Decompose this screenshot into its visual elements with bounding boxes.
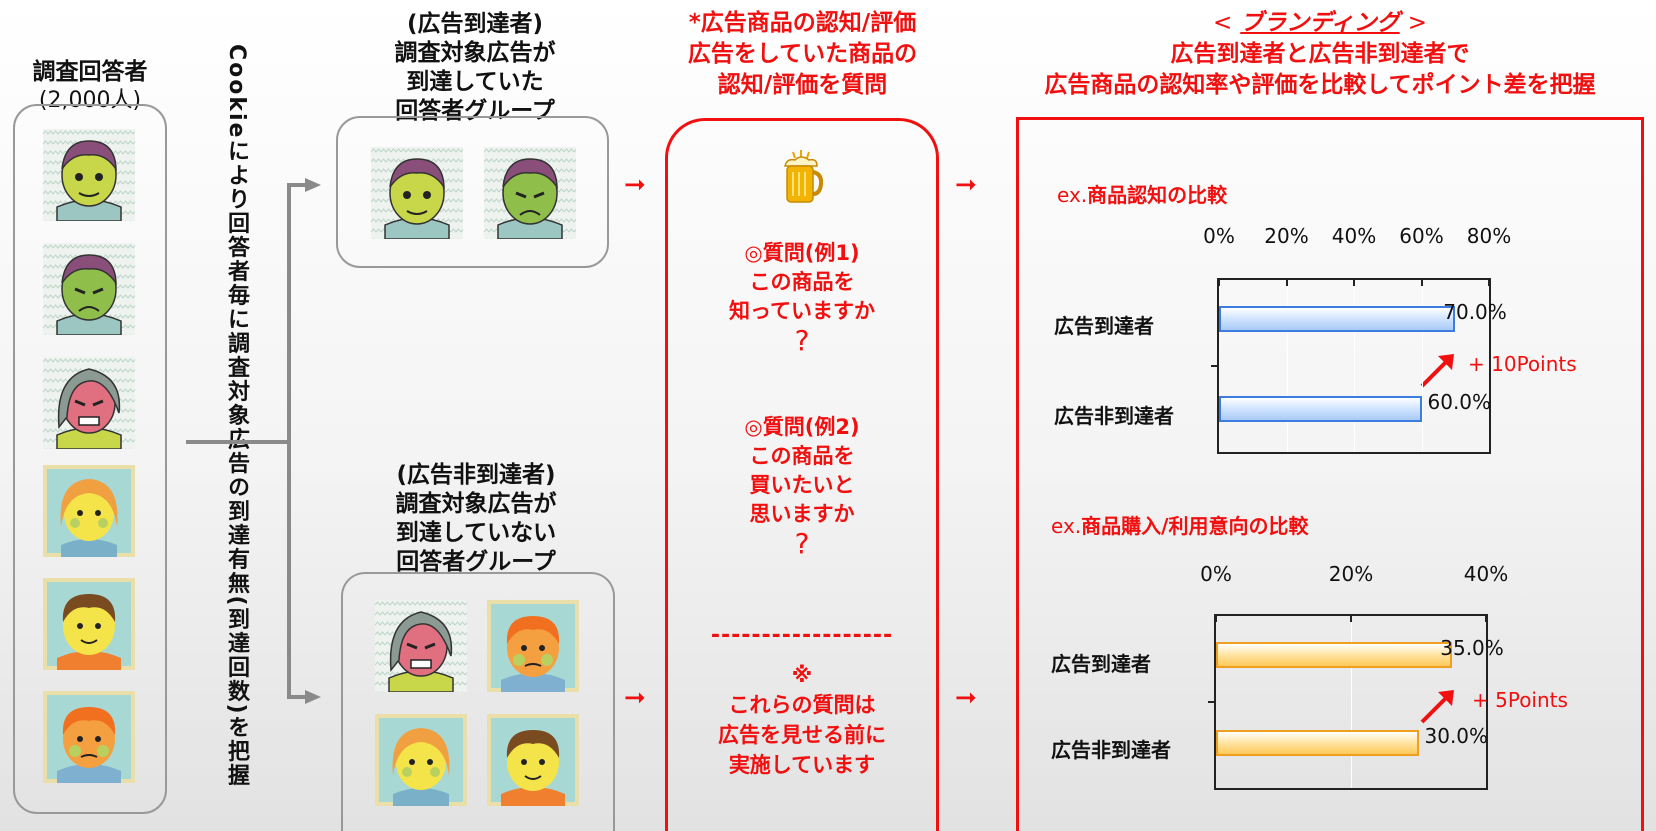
girl-avatar-icon — [375, 714, 467, 806]
chart1-row-label: 広告非到達者 — [1054, 404, 1174, 428]
connector-top — [287, 183, 305, 187]
arrow-right-icon: ➞ — [624, 170, 646, 200]
chart1-gridline — [1421, 280, 1423, 452]
reached-group-label: (広告到達者) 調査対象広告が 到達していた 回答者グループ — [394, 11, 556, 124]
survey-header: *広告商品の認知/評価 広告をしていた商品の 認知/評価を質問 — [687, 10, 918, 98]
chart2-bar — [1216, 642, 1453, 668]
reached-group-box — [336, 116, 609, 268]
survey-note: ※ これらの質問は 広告を見せる前に 実施しています — [718, 663, 886, 777]
man-avatar-icon — [43, 129, 135, 221]
arrow-right-icon: ➞ — [955, 170, 977, 200]
question-2: ◎質問(例2) この商品を 買いたいと 思いますか ? — [744, 415, 860, 560]
beer-mug-icon — [779, 150, 824, 206]
chart2-title: ex.商品購入/利用意向の比較 — [1051, 514, 1309, 538]
chart1-row-label: 広告到達者 — [1054, 314, 1154, 338]
branding-line2: 広告到達者と広告非到達者で — [1170, 41, 1470, 67]
branding-line3: 広告商品の認知率や評価を比較してポイント差を把握 — [1044, 72, 1596, 98]
chart1-tick-label: 40% — [1331, 224, 1377, 248]
survey-divider: ------------------ — [710, 623, 894, 648]
chart1-tick-mark — [1285, 278, 1288, 286]
chart1-gridline — [1354, 280, 1355, 452]
chart2-tick-label: 0% — [1200, 562, 1232, 586]
woman-angry-avatar-icon — [375, 600, 467, 692]
arrow-right-icon: ➞ — [624, 683, 646, 713]
question-1: ◎質問(例1) この商品を 知っていますか ? — [729, 241, 875, 357]
man-frown-avatar-icon — [484, 147, 576, 239]
chart2-tick-mark — [1485, 614, 1487, 622]
respondents-count: (2,000人) — [38, 88, 142, 113]
chart2-value-label: 30.0% — [1424, 724, 1489, 748]
chart2-tick-label: 20% — [1328, 562, 1374, 586]
chart2-row-label: 広告非到達者 — [1051, 738, 1171, 762]
respondents-title: 調査回答者 — [32, 59, 148, 85]
chart2-gridline — [1351, 616, 1352, 788]
man-frown-avatar-icon — [43, 243, 135, 335]
chart2-tick-mark — [1350, 614, 1352, 622]
connector-top-arrowhead — [305, 178, 321, 192]
chart2-value-label: 35.0% — [1440, 636, 1504, 660]
branding-title: ブランディング — [1240, 10, 1400, 36]
chart1-tick-label: 60% — [1399, 224, 1444, 248]
chart1-gridline — [1286, 280, 1288, 452]
branding-header: < ブランディング > 広告到達者と広告非到達者で 広告商品の認知率や評価を比較… — [990, 8, 1650, 101]
chart1-value-label: 70.0% — [1443, 300, 1507, 324]
connector-trunk — [186, 440, 290, 444]
chart1-tick-label: 20% — [1264, 224, 1309, 248]
chart2-tick-mark — [1215, 614, 1217, 622]
girl-avatar-icon — [43, 465, 135, 557]
branding-open: < — [1213, 10, 1233, 36]
cookie-vertical-text: Cookieにより回答者毎に調査対象広告の到達有無(到達回数)を把握 — [224, 44, 249, 788]
chart1-tick-label: 80% — [1466, 224, 1512, 248]
chart1-annotation: + 10Points — [1468, 352, 1577, 376]
survey-box — [665, 118, 939, 831]
connector-bottom-arrowhead — [305, 690, 321, 704]
boy-frown-avatar-icon — [487, 600, 579, 692]
chart1-tick-mark — [1218, 278, 1220, 286]
chart1-bar — [1219, 306, 1456, 332]
woman-angry-avatar-icon — [43, 357, 135, 449]
chart2-annotation: + 5Points — [1472, 688, 1568, 712]
not-reached-group-box — [341, 572, 615, 831]
boy-avatar-icon — [43, 578, 135, 670]
respondents-box — [13, 104, 167, 814]
chart1-annotation-arrow-icon — [1420, 354, 1454, 388]
chart2-bar — [1216, 730, 1419, 756]
chart1-value-label: 60.0% — [1427, 390, 1492, 414]
arrow-right-icon: ➞ — [955, 683, 977, 713]
branding-box — [1016, 117, 1644, 831]
chart2-y-tick — [1208, 701, 1216, 703]
chart2-row-label: 広告到達者 — [1051, 652, 1151, 676]
connector-bottom — [287, 695, 305, 699]
chart2-annotation-arrow-icon — [1420, 690, 1454, 724]
man-avatar-icon — [371, 147, 463, 239]
chart1-tick-mark — [1420, 278, 1423, 286]
chart1-bar — [1219, 396, 1422, 422]
boy-frown-avatar-icon — [43, 691, 135, 783]
chart1-tick-label: 0% — [1203, 224, 1235, 248]
branding-close: > — [1407, 10, 1427, 36]
chart1-title: ex.商品認知の比較 — [1057, 183, 1228, 207]
connector-vertical — [287, 183, 291, 699]
chart2-tick-label: 40% — [1463, 562, 1509, 586]
not-reached-group-label: (広告非到達者) 調査対象広告が 到達していない 回答者グループ — [395, 462, 557, 575]
chart1-tick-mark — [1488, 278, 1490, 286]
chart1-y-tick — [1211, 365, 1219, 367]
boy-avatar-icon — [487, 714, 579, 806]
chart1-tick-mark — [1353, 278, 1355, 286]
